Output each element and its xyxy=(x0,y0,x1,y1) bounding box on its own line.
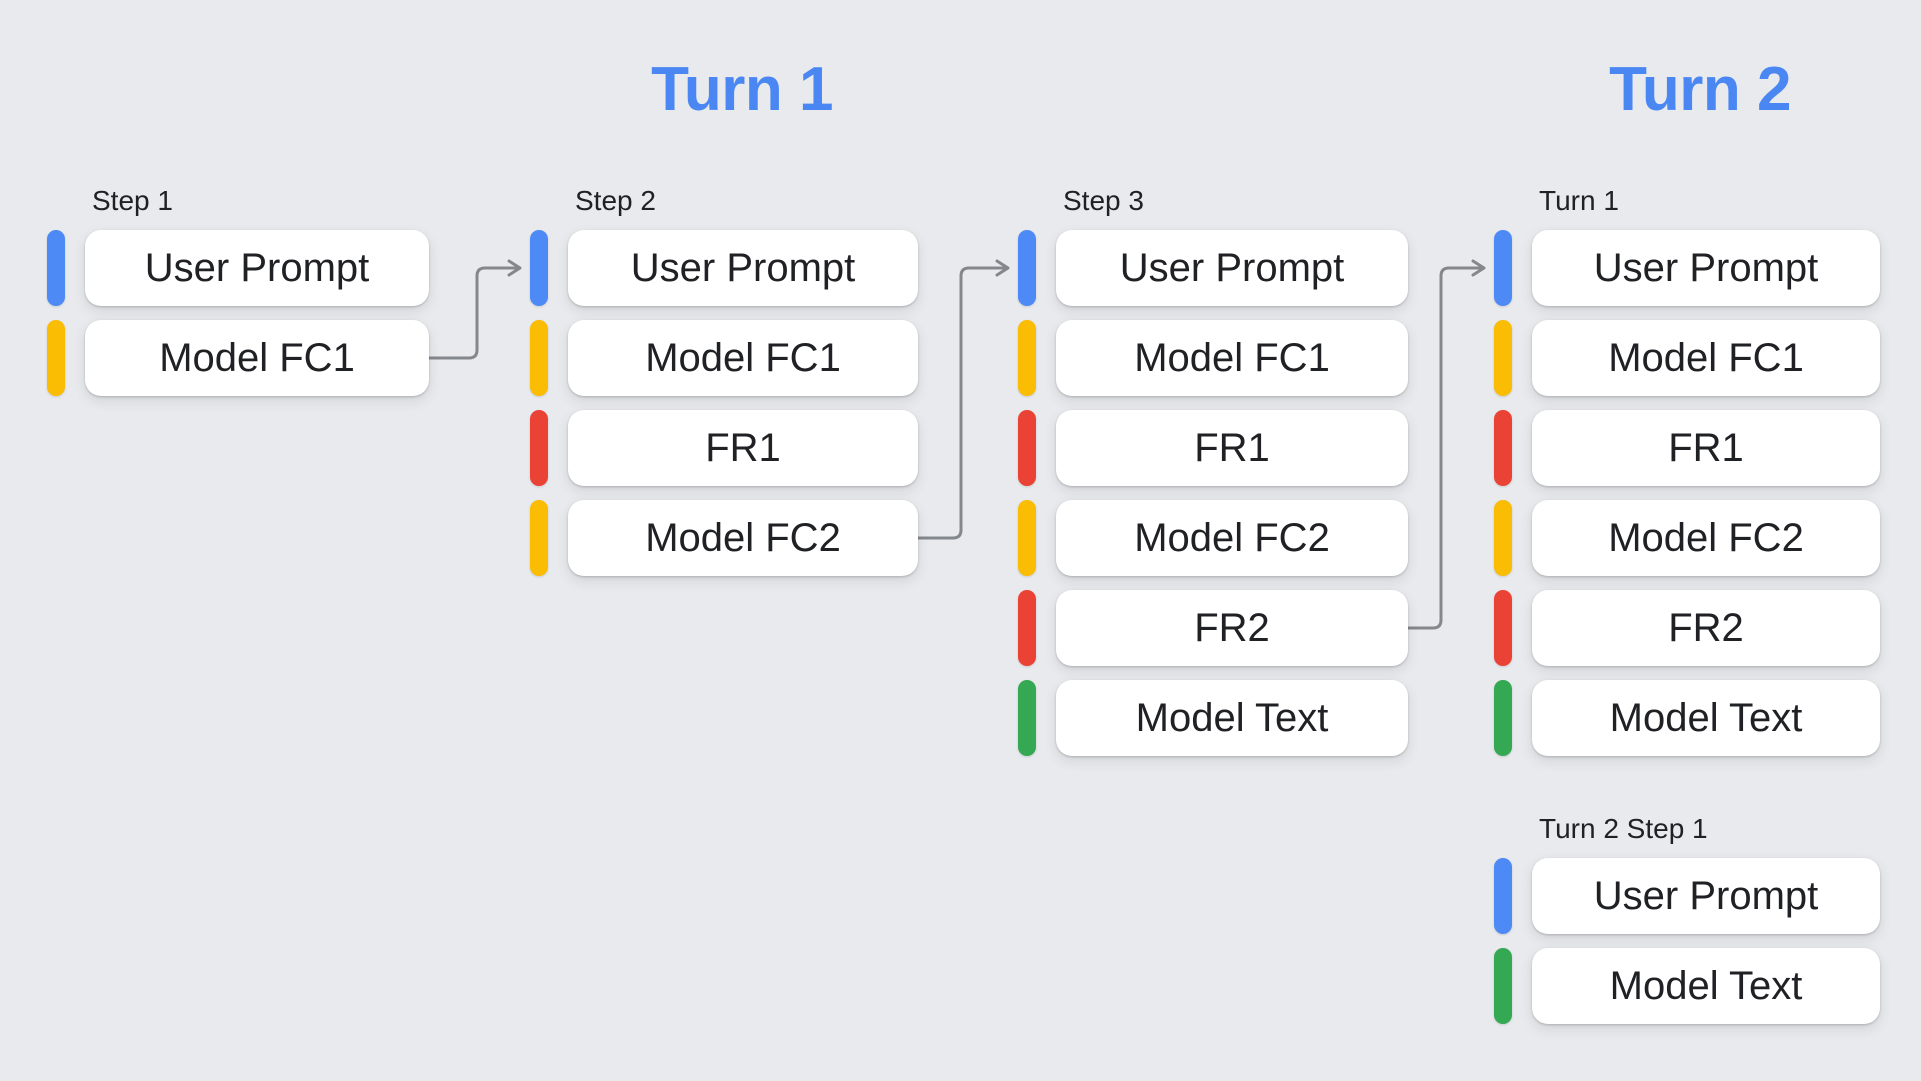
context-block-row: FR1 xyxy=(530,410,918,486)
color-bar-function-response xyxy=(1018,410,1036,486)
card-user-prompt: User Prompt xyxy=(1532,858,1880,934)
context-block-row: FR2 xyxy=(1018,590,1408,666)
card-model-fc2: Model FC2 xyxy=(1532,500,1880,576)
column-step-1: Step 1 User Prompt Model FC1 xyxy=(47,186,429,410)
context-block-row: User Prompt xyxy=(530,230,918,306)
turn-2-title: Turn 2 xyxy=(1609,55,1791,124)
column-turn-2-step-1: Turn 2 Step 1 User Prompt Model Text xyxy=(1494,814,1880,1038)
context-block-row: Model FC2 xyxy=(1018,500,1408,576)
context-block-row: Model FC1 xyxy=(47,320,429,396)
card-user-prompt: User Prompt xyxy=(1532,230,1880,306)
color-bar-model-text xyxy=(1494,948,1512,1024)
context-block-row: Model FC1 xyxy=(1494,320,1880,396)
card-model-fc1: Model FC1 xyxy=(568,320,918,396)
card-model-fc1: Model FC1 xyxy=(85,320,429,396)
color-bar-user-prompt xyxy=(1494,230,1512,306)
color-bar-function-response xyxy=(1494,410,1512,486)
card-user-prompt: User Prompt xyxy=(85,230,429,306)
card-fr1: FR1 xyxy=(568,410,918,486)
card-user-prompt: User Prompt xyxy=(1056,230,1408,306)
context-block-row: Model FC2 xyxy=(1494,500,1880,576)
color-bar-user-prompt xyxy=(530,230,548,306)
color-bar-model-fc xyxy=(1494,320,1512,396)
arrow-step3-to-turn1 xyxy=(1408,259,1486,630)
color-bar-function-response xyxy=(1494,590,1512,666)
column-turn-1: Turn 1 User Prompt Model FC1 FR1 Model F… xyxy=(1494,186,1880,770)
color-bar-model-fc xyxy=(1494,500,1512,576)
turn-1-title: Turn 1 xyxy=(651,55,833,124)
column-step-2: Step 2 User Prompt Model FC1 FR1 Model F… xyxy=(530,186,918,590)
card-fr1: FR1 xyxy=(1532,410,1880,486)
column-label: Turn 2 Step 1 xyxy=(1539,813,1708,844)
card-fr2: FR2 xyxy=(1056,590,1408,666)
context-block-row: Model Text xyxy=(1494,948,1880,1024)
card-model-fc1: Model FC1 xyxy=(1532,320,1880,396)
color-bar-model-fc xyxy=(1018,320,1036,396)
color-bar-model-text xyxy=(1018,680,1036,756)
arrow-step2-to-step3 xyxy=(918,259,1010,540)
arrow-step1-to-step2 xyxy=(429,259,522,360)
card-model-text: Model Text xyxy=(1532,680,1880,756)
context-block-row: Model FC2 xyxy=(530,500,918,576)
color-bar-model-text xyxy=(1494,680,1512,756)
color-bar-model-fc xyxy=(530,500,548,576)
context-block-row: Model FC1 xyxy=(1018,320,1408,396)
color-bar-function-response xyxy=(1018,590,1036,666)
context-block-row: User Prompt xyxy=(47,230,429,306)
column-label: Step 1 xyxy=(92,185,173,216)
card-model-text: Model Text xyxy=(1056,680,1408,756)
color-bar-function-response xyxy=(530,410,548,486)
context-block-row: User Prompt xyxy=(1494,858,1880,934)
context-block-row: Model Text xyxy=(1494,680,1880,756)
color-bar-model-fc xyxy=(47,320,65,396)
context-block-row: FR2 xyxy=(1494,590,1880,666)
context-block-row: User Prompt xyxy=(1494,230,1880,306)
column-label: Turn 1 xyxy=(1539,185,1619,216)
context-block-row: Model Text xyxy=(1018,680,1408,756)
column-label: Step 3 xyxy=(1063,185,1144,216)
column-step-3: Step 3 User Prompt Model FC1 FR1 Model F… xyxy=(1018,186,1408,770)
card-fr1: FR1 xyxy=(1056,410,1408,486)
context-block-row: User Prompt xyxy=(1018,230,1408,306)
color-bar-user-prompt xyxy=(1494,858,1512,934)
card-model-text: Model Text xyxy=(1532,948,1880,1024)
color-bar-model-fc xyxy=(530,320,548,396)
context-block-row: FR1 xyxy=(1018,410,1408,486)
color-bar-user-prompt xyxy=(1018,230,1036,306)
color-bar-model-fc xyxy=(1018,500,1036,576)
card-model-fc2: Model FC2 xyxy=(1056,500,1408,576)
column-label: Step 2 xyxy=(575,185,656,216)
context-block-row: Model FC1 xyxy=(530,320,918,396)
card-model-fc2: Model FC2 xyxy=(568,500,918,576)
card-model-fc1: Model FC1 xyxy=(1056,320,1408,396)
card-user-prompt: User Prompt xyxy=(568,230,918,306)
color-bar-user-prompt xyxy=(47,230,65,306)
context-block-row: FR1 xyxy=(1494,410,1880,486)
card-fr2: FR2 xyxy=(1532,590,1880,666)
